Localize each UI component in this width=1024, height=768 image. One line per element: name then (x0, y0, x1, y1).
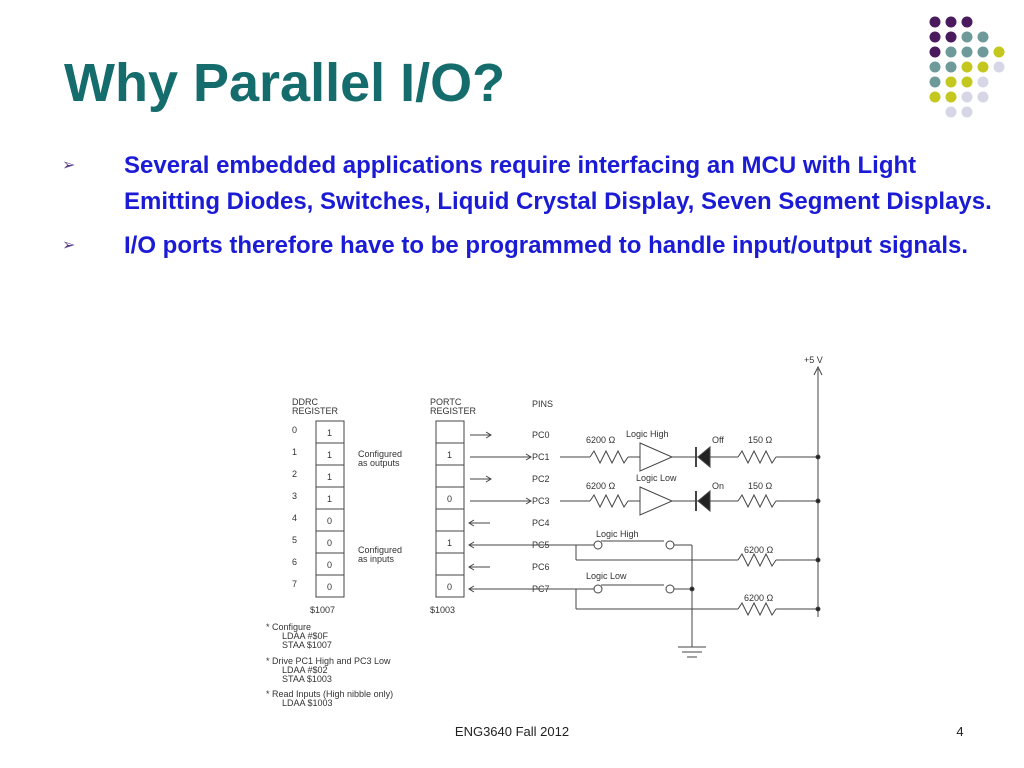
bullet-item: ➢ Several embedded applications require … (62, 148, 1002, 220)
led-off-label: Off (712, 435, 724, 445)
resistor-symbol (737, 601, 777, 617)
pin-label: PC6 (532, 562, 550, 572)
switch-logic-high-label: Logic High (596, 529, 639, 539)
input-resistor-label: 6200 Ω (586, 435, 616, 445)
code-line: LDAA $1003 (282, 698, 333, 708)
resistor-symbol (737, 552, 777, 568)
bullet-item: ➢ I/O ports therefore have to be program… (62, 228, 1002, 264)
bit-label: 2 (292, 469, 297, 479)
pin-label: PC3 (532, 496, 550, 506)
bit-label: 3 (292, 491, 297, 501)
bullet-list: ➢ Several embedded applications require … (62, 148, 1002, 272)
bit-label: 6 (292, 557, 297, 567)
portc-header-line-2: REGISTER (430, 406, 477, 416)
led-resistor-label: 150 Ω (748, 481, 773, 491)
configured-inputs-label: Configured (358, 545, 402, 555)
code-line: * Configure (266, 622, 311, 632)
led-symbol (697, 445, 711, 469)
footer-course: ENG3640 Fall 2012 (454, 724, 570, 739)
ddrc-bit-value: 1 (327, 450, 332, 460)
bit-label: 1 (292, 447, 297, 457)
portc-bit-value: 0 (447, 582, 452, 592)
ddrc-bit-value: 1 (327, 494, 332, 504)
resistor-symbol (737, 493, 777, 509)
port-c-circuit-diagram: DDRC REGISTER PORTC REGISTER PINS +5 V 0… (266, 355, 823, 708)
logic-high-label: Logic High (626, 429, 669, 439)
ddrc-header-line-1: DDRC (292, 397, 318, 407)
ddrc-bit-value: 0 (327, 538, 332, 548)
switch-logic-low-label: Logic Low (586, 571, 627, 581)
led-symbol (697, 489, 711, 513)
dot-grid-decoration (929, 16, 1005, 118)
resistor-symbol (589, 493, 629, 509)
pins-header: PINS (532, 399, 553, 409)
ddrc-bit-value: 0 (327, 560, 332, 570)
ddrc-bit-value: 1 (327, 428, 332, 438)
resistor-symbol (589, 449, 629, 465)
code-line: * Drive PC1 High and PC3 Low (266, 656, 391, 666)
input-resistor-label: 6200 Ω (586, 481, 616, 491)
ddrc-bit-value: 0 (327, 516, 332, 526)
page-number: 4 (956, 724, 964, 739)
pullup-resistor-label: 6200 Ω (744, 593, 774, 603)
bit-label: 5 (292, 535, 297, 545)
ddrc-header-line-2: REGISTER (292, 406, 339, 416)
arrowhead-bullet-icon: ➢ (62, 157, 76, 174)
buffer-symbol (639, 442, 674, 472)
vcc-label: +5 V (804, 355, 823, 365)
code-line: STAA $1007 (282, 640, 332, 650)
bit-label: 4 (292, 513, 297, 523)
pullup-resistor-label: 6200 Ω (744, 545, 774, 555)
bit-label: 7 (292, 579, 297, 589)
led-resistor-label: 150 Ω (748, 435, 773, 445)
ddrc-bit-value: 0 (327, 582, 332, 592)
portc-address: $1003 (430, 605, 455, 615)
bullet-text: I/O ports therefore have to be programme… (124, 232, 969, 259)
code-line: LDAA #$0F (282, 631, 329, 641)
code-line: STAA $1003 (282, 674, 332, 684)
configured-inputs-label: as inputs (358, 554, 395, 564)
pin-label: PC0 (532, 430, 550, 440)
portc-header-line-1: PORTC (430, 397, 462, 407)
code-line: LDAA #$02 (282, 665, 328, 675)
pin-label: PC2 (532, 474, 550, 484)
ddrc-address: $1007 (310, 605, 335, 615)
arrowhead-bullet-icon: ➢ (62, 237, 76, 254)
code-line: * Read Inputs (High nibble only) (266, 689, 393, 699)
pin-label: PC4 (532, 518, 550, 528)
ddrc-bit-value: 1 (327, 472, 332, 482)
resistor-symbol (737, 449, 777, 465)
bullet-text: Several embedded applications require in… (124, 152, 992, 215)
slide-title: Why Parallel I/O? (64, 53, 506, 113)
logic-low-label: Logic Low (636, 473, 677, 483)
portc-bit-value: 1 (447, 538, 452, 548)
configured-outputs-label: as outputs (358, 458, 400, 468)
bit-label: 0 (292, 425, 297, 435)
buffer-symbol (639, 486, 674, 516)
portc-bit-value: 1 (447, 450, 452, 460)
led-on-label: On (712, 481, 724, 491)
pin-label: PC1 (532, 452, 550, 462)
portc-bit-value: 0 (447, 494, 452, 504)
configured-outputs-label: Configured (358, 449, 402, 459)
